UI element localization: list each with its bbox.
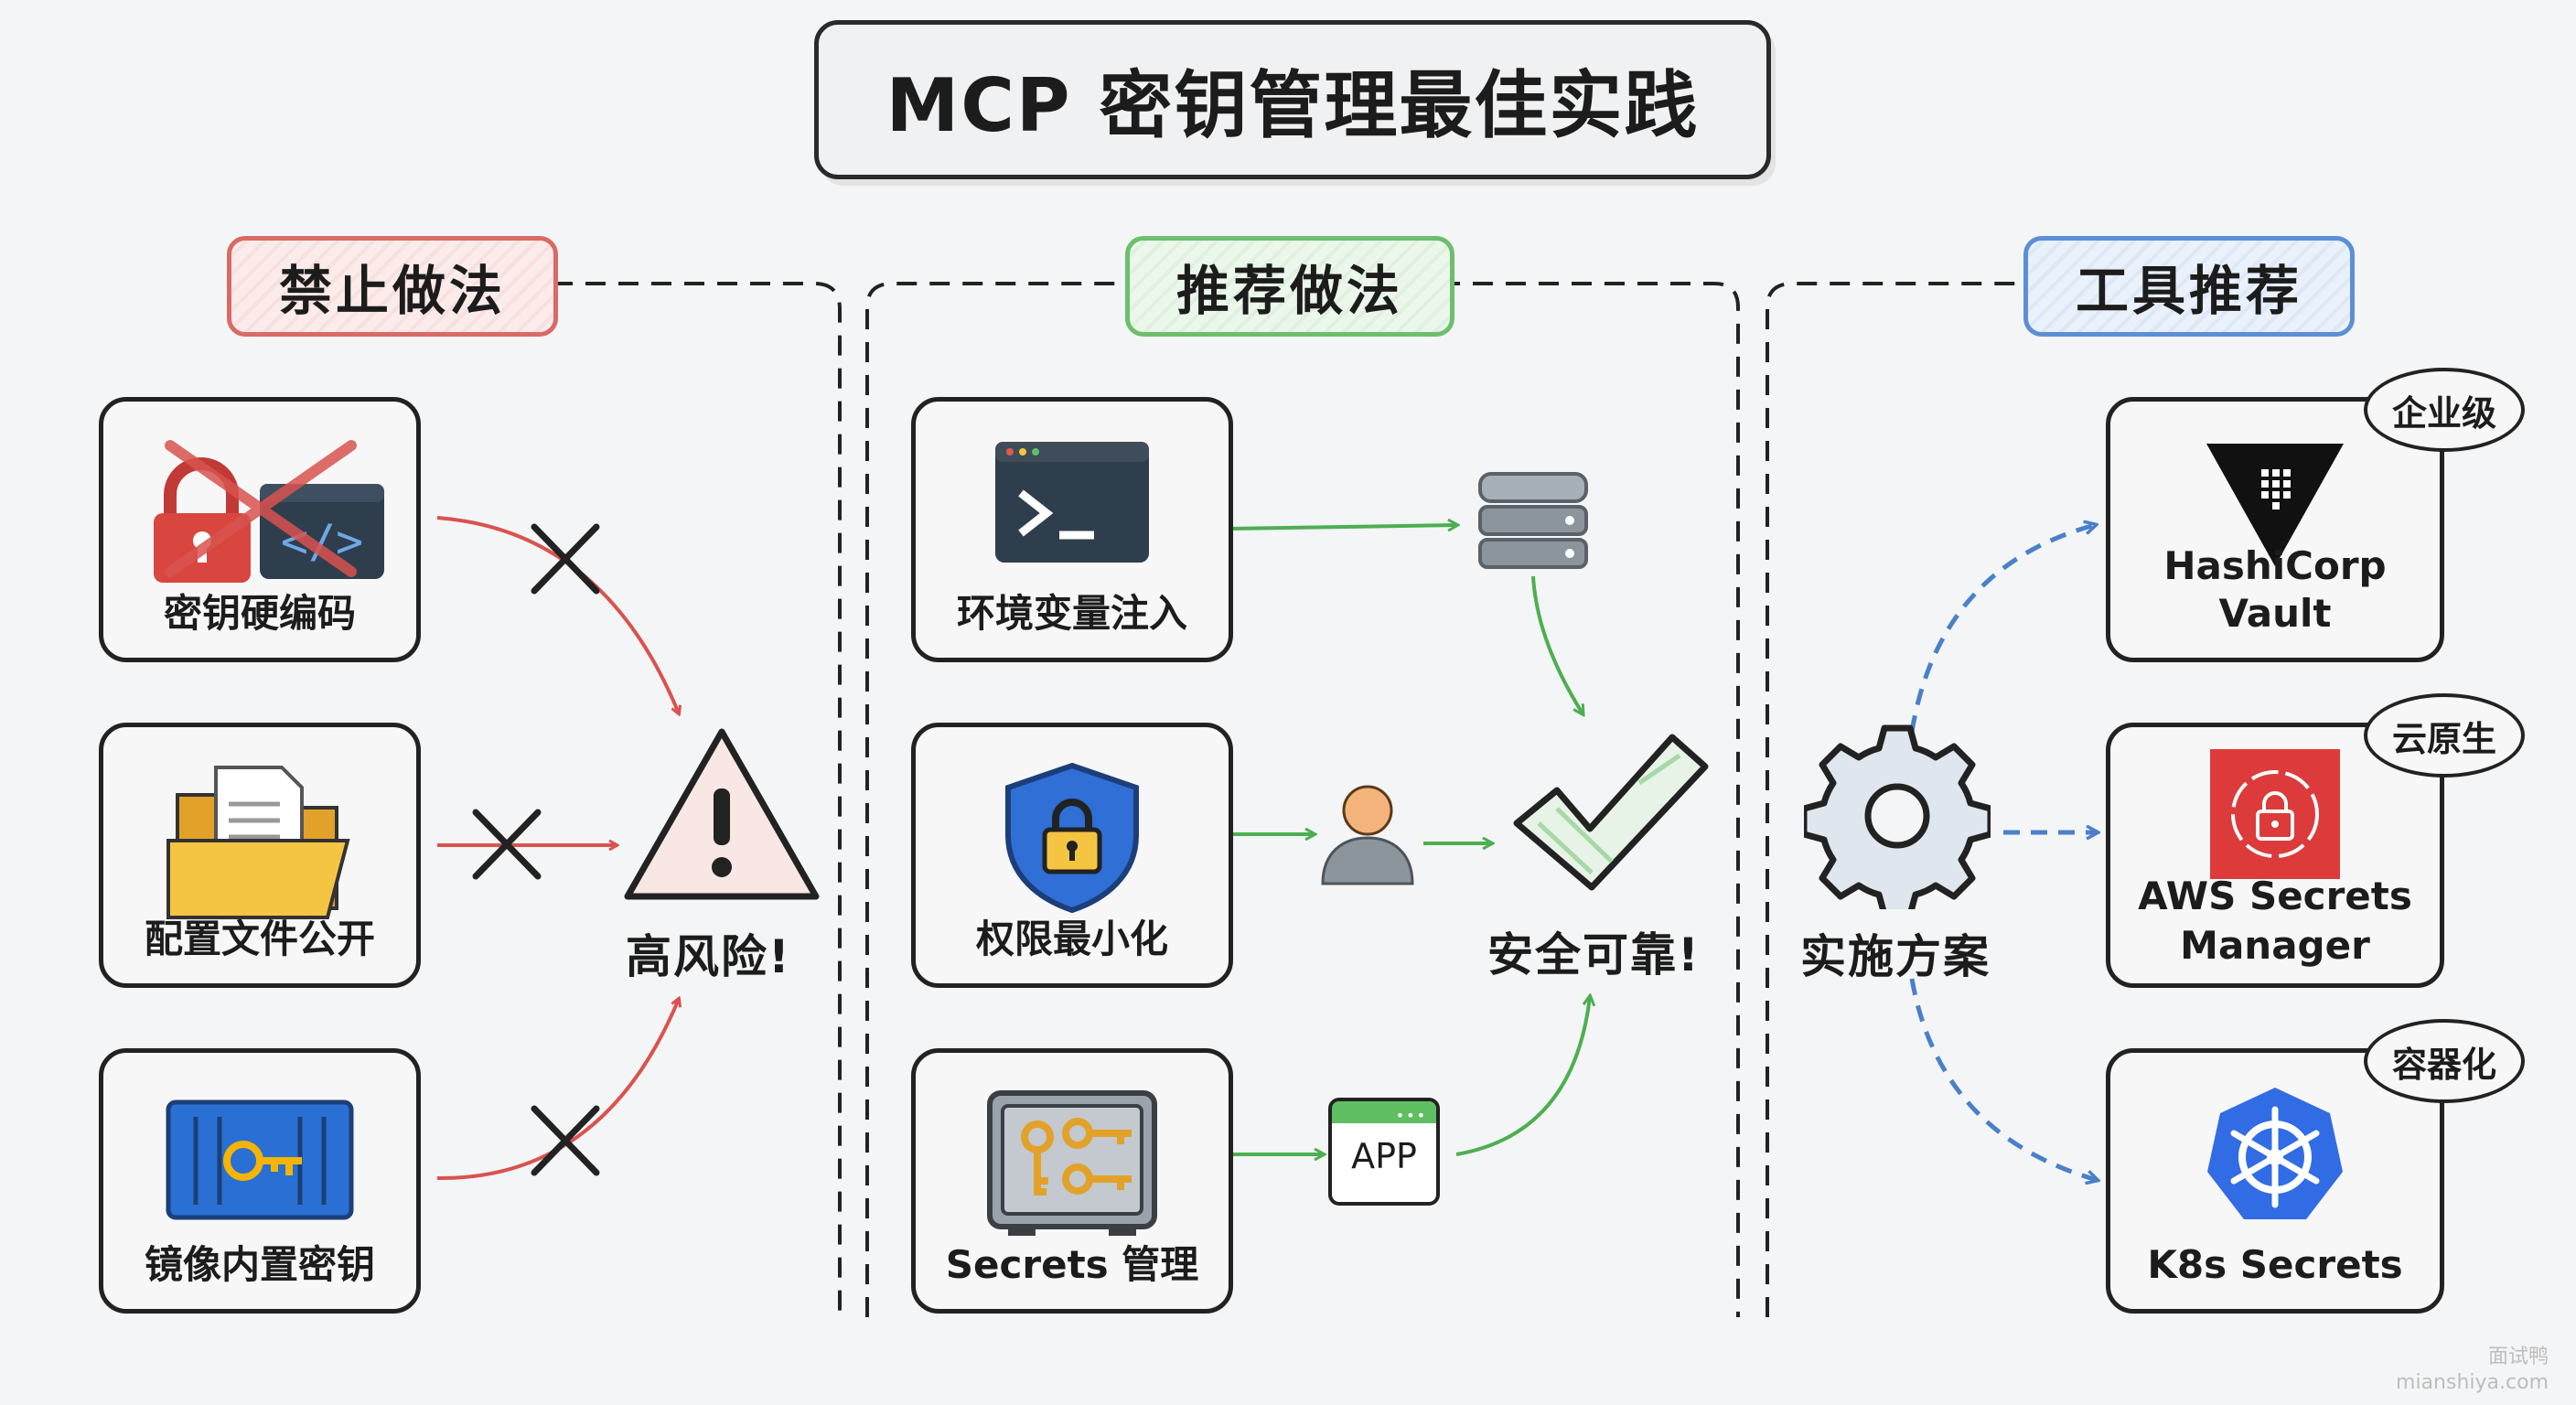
card-hardcoded-keys: </> 密钥硬编码 (99, 397, 421, 662)
card-public-config: 配置文件公开 (99, 723, 421, 988)
watermark: 面试鸭 mianshiya.com (2396, 1345, 2549, 1396)
server-icon (1478, 472, 1588, 569)
gear-icon (1804, 724, 1991, 909)
section-header-recommended: 推荐做法 (1125, 236, 1454, 337)
card-label: K8s Secrets (2147, 1242, 2403, 1287)
page-title: MCP 密钥管理最佳实践 (814, 20, 1771, 179)
recommended-arrows (1229, 525, 1590, 1154)
card-k8s-secrets: K8s Secrets (2106, 1048, 2444, 1314)
hardcoded-key-icon: </> (154, 440, 384, 583)
high-risk-label: 高风险! (626, 930, 791, 983)
svg-text:</>: </> (281, 515, 363, 568)
card-label: 镜像内置密钥 (144, 1242, 375, 1287)
card-label: Secrets 管理 (945, 1242, 1199, 1287)
card-label: HashiCorp Vault (2163, 543, 2387, 636)
warning-icon (624, 728, 820, 900)
kubernetes-logo-icon (2207, 1088, 2343, 1219)
tool-arrows (1909, 525, 2097, 1180)
card-label-line1: AWS Secrets (2138, 874, 2412, 918)
section-header-tools: 工具推荐 (2023, 236, 2355, 337)
checkmark-icon (1513, 734, 1709, 891)
open-folder-icon (166, 766, 350, 919)
card-least-privilege: 权限最小化 (911, 723, 1233, 988)
safe-label: 安全可靠! (1487, 928, 1701, 981)
card-label: AWS Secrets Manager (2110, 872, 2440, 971)
badge-cloud-native: 云原生 (2364, 693, 2525, 778)
x-marks (472, 523, 600, 1176)
watermark-line1: 面试鸭 (2487, 1346, 2549, 1368)
solution-label: 实施方案 (1800, 930, 1991, 983)
app-window-icon: ••• APP (1328, 1098, 1440, 1206)
card-hashicorp-vault: HashiCorp Vault (2106, 397, 2444, 662)
section-dividers (553, 282, 2025, 1317)
card-image-embedded-key: 镜像内置密钥 (99, 1048, 421, 1314)
card-secrets-management: Secrets 管理 (911, 1048, 1233, 1314)
terminal-icon (995, 442, 1149, 563)
shield-lock-icon (1005, 762, 1139, 914)
card-label: 密钥硬编码 (163, 591, 356, 636)
badge-enterprise: 企业级 (2364, 368, 2525, 452)
key-vault-icon (987, 1090, 1157, 1236)
app-window-titlebar: ••• (1332, 1101, 1436, 1124)
card-label: 配置文件公开 (144, 917, 375, 961)
app-label: APP (1351, 1136, 1417, 1176)
card-label: 权限最小化 (975, 917, 1168, 961)
card-label-line2: Manager (2180, 923, 2370, 968)
vault-logo-icon (2206, 444, 2344, 566)
aws-secrets-logo-icon (2210, 749, 2340, 879)
container-key-icon (166, 1099, 354, 1220)
card-env-injection: 环境变量注入 (911, 397, 1233, 662)
user-icon (1321, 785, 1414, 885)
section-header-forbidden: 禁止做法 (227, 236, 558, 337)
card-aws-secrets-manager: AWS Secrets Manager (2106, 723, 2444, 988)
badge-containerized: 容器化 (2364, 1019, 2525, 1103)
card-label: 环境变量注入 (956, 591, 1187, 636)
watermark-line2: mianshiya.com (2396, 1371, 2549, 1394)
